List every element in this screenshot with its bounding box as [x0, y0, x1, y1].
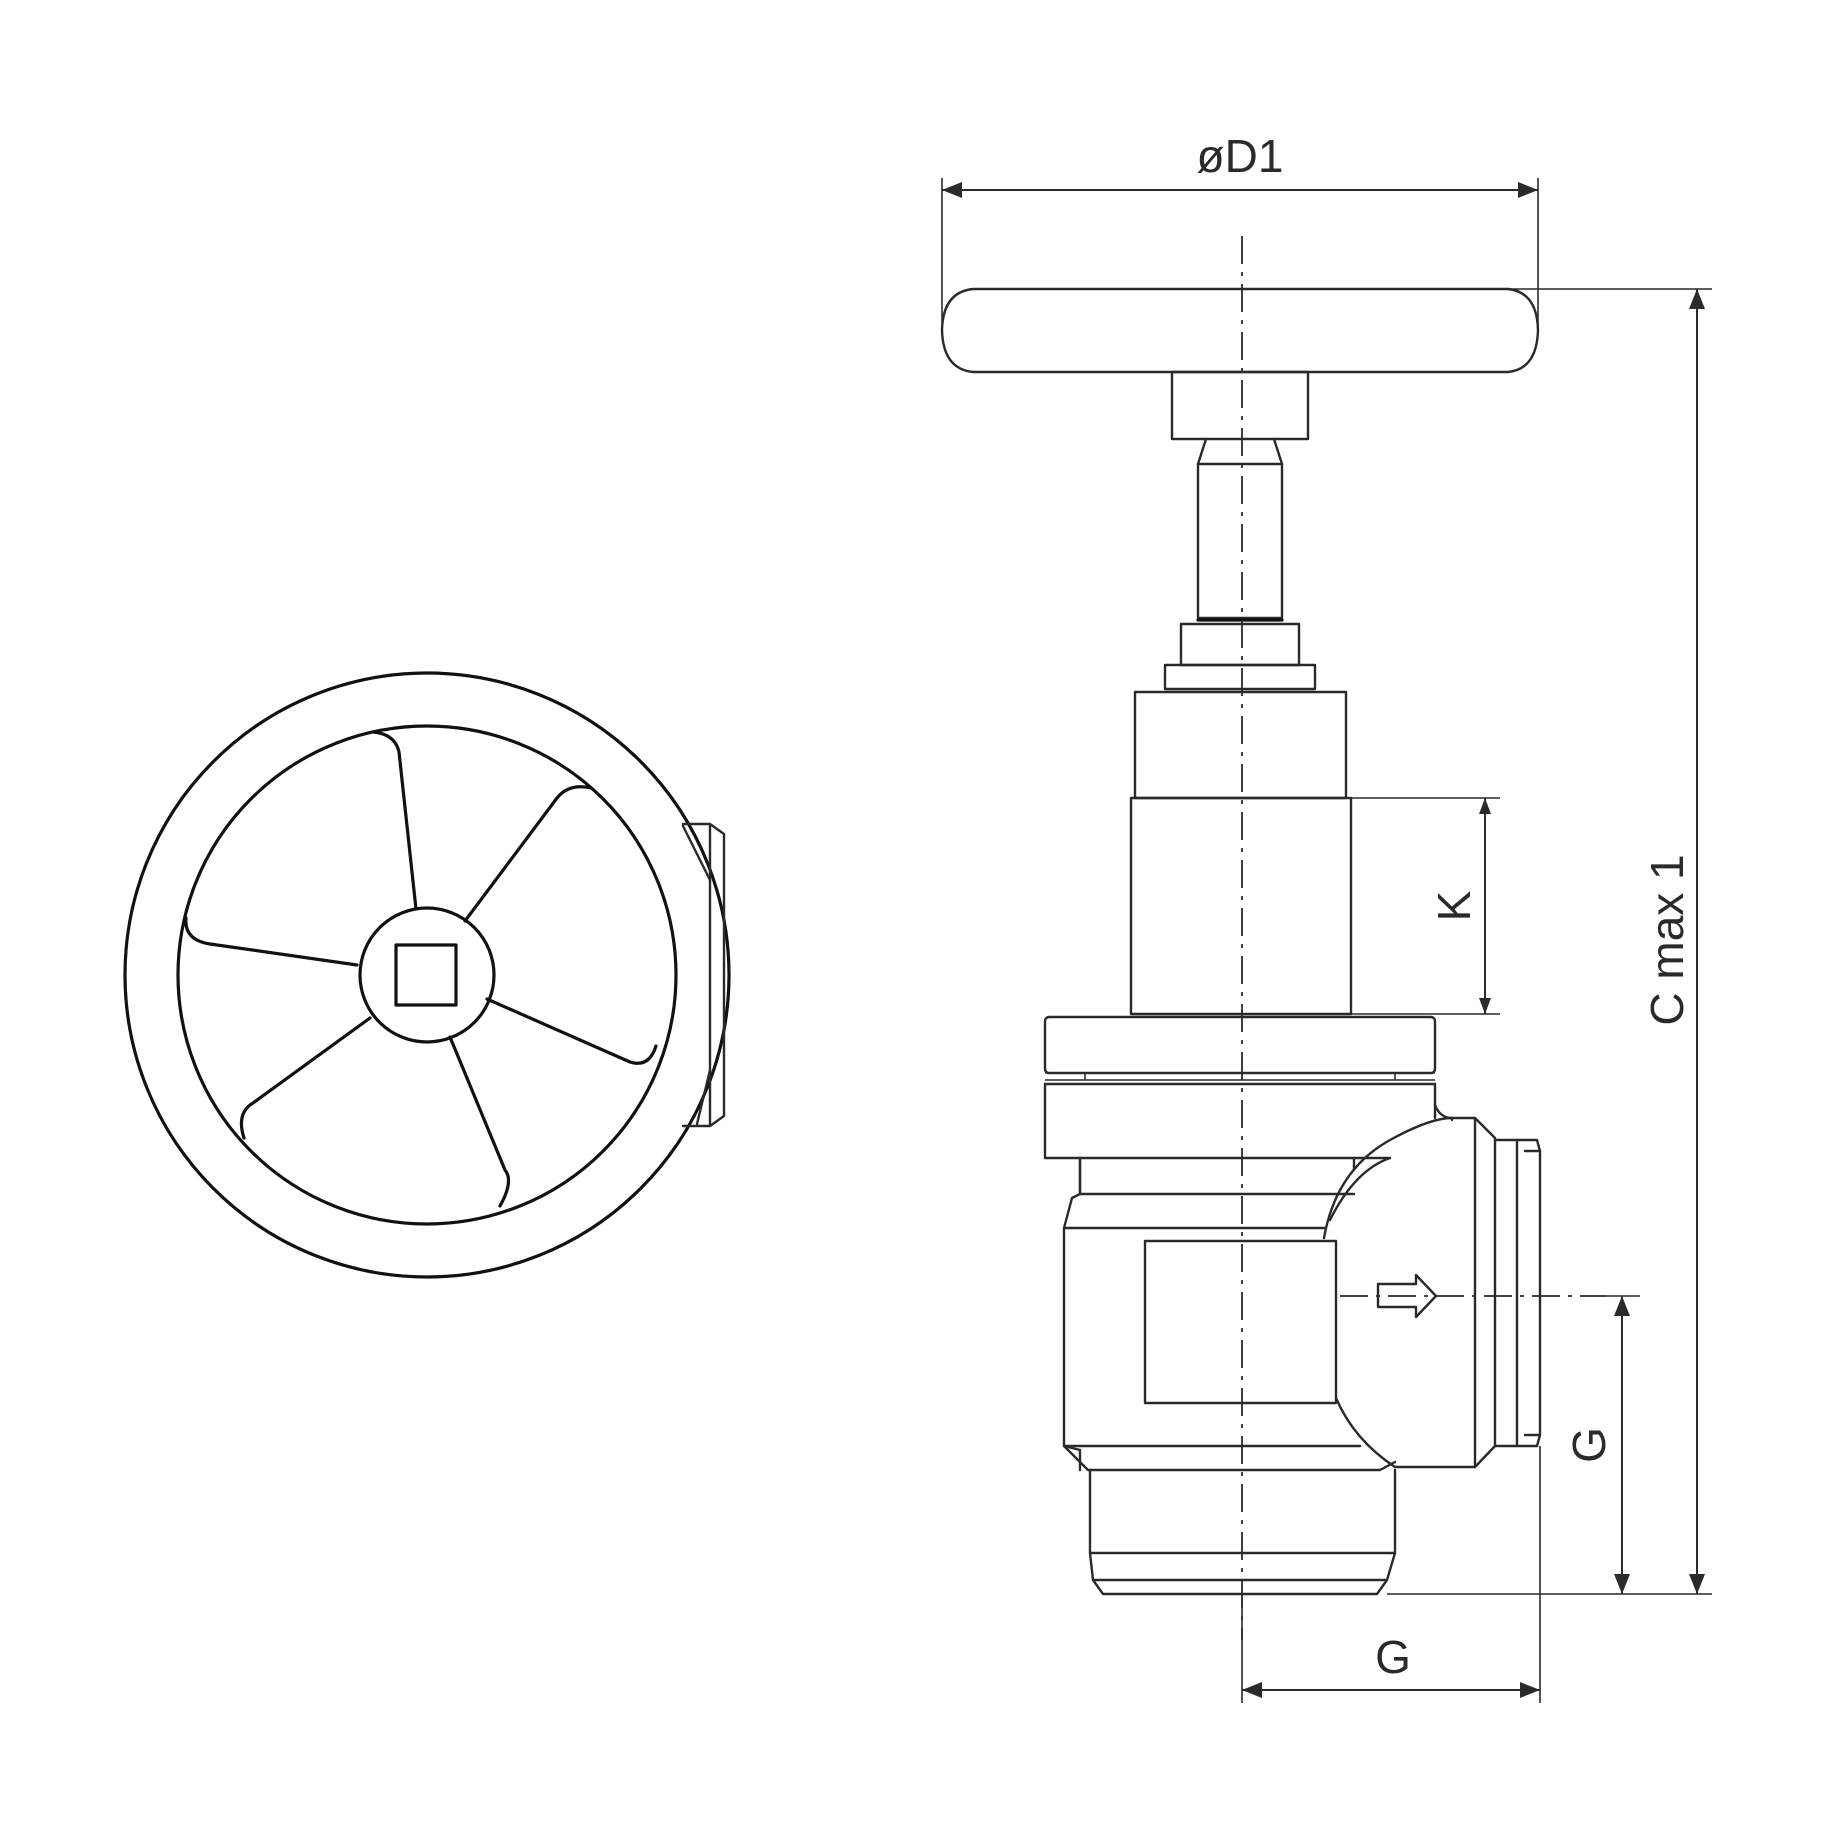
- spindle: [1196, 437, 1284, 620]
- spoke-3-outline: [485, 997, 658, 1065]
- outlet-side-profile: [681, 822, 726, 1128]
- flow-direction-arrow: [1376, 1273, 1438, 1319]
- spoke-4-outline: [448, 1035, 511, 1208]
- handwheel-side: [940, 287, 1540, 374]
- label-handwheel-diameter: øD1: [1197, 130, 1284, 182]
- square-drive: [394, 943, 458, 1007]
- bonnet-lower: [1129, 796, 1353, 1016]
- label-spindle-height: K: [1428, 890, 1480, 921]
- bonnet-flange: [1043, 1015, 1437, 1075]
- spoke-2-outline: [463, 785, 593, 923]
- valve-front-view: [940, 236, 1606, 1640]
- gland-nut: [1179, 622, 1301, 667]
- bonnet-upper: [1133, 690, 1348, 800]
- outlet-coupling: [1473, 1116, 1497, 1469]
- body-top-ring: [1043, 1082, 1454, 1160]
- valve-body: [1062, 1156, 1356, 1472]
- outlet-port-face: [1143, 1239, 1338, 1405]
- spoke-5-outline: [239, 1016, 372, 1140]
- handwheel-spokes: [184, 730, 658, 1208]
- gland-washer: [1163, 663, 1317, 691]
- wheel-hub-side: [1170, 370, 1310, 441]
- label-height-max: C max 1: [1641, 854, 1693, 1025]
- label-outlet-thread-horizontal: G: [1375, 1631, 1411, 1683]
- handwheel-top-view: [123, 671, 731, 1279]
- label-outlet-thread-vertical: G: [1563, 1427, 1615, 1463]
- handwheel-hub: [358, 906, 496, 1044]
- spoke-1-outline: [371, 730, 418, 911]
- handwheel-inner-rim: [176, 724, 678, 1226]
- dimensions: øD1 C max 1 K G G: [941, 130, 1712, 1703]
- handwheel-outer-rim: [123, 671, 731, 1279]
- outlet-elbow: [1322, 1116, 1477, 1469]
- spoke-6-outline: [184, 916, 359, 967]
